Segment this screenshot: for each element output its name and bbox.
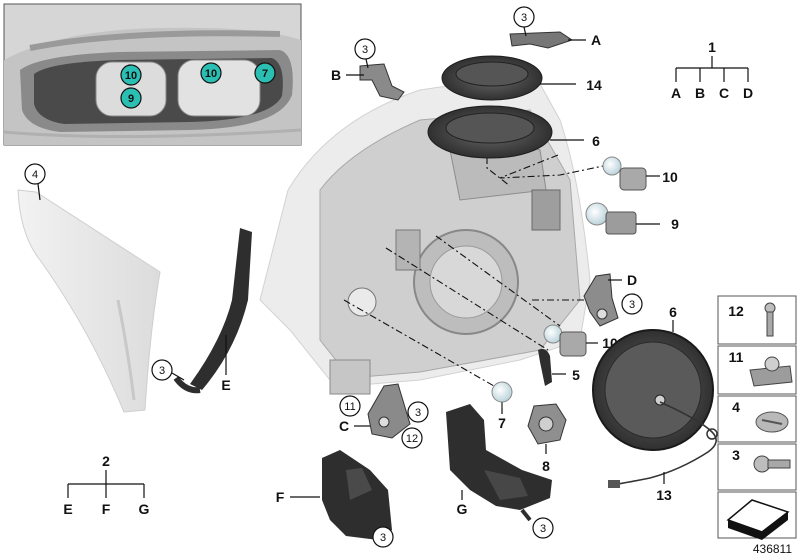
wire-13-part <box>608 401 718 488</box>
svg-text:3: 3 <box>540 523 546 535</box>
svg-text:12: 12 <box>406 433 418 445</box>
legend-screw-3: 3 <box>732 447 791 473</box>
svg-text:D: D <box>743 85 753 101</box>
bracket-c-part <box>367 383 411 439</box>
group-1-tree: 1 A B C D <box>671 39 753 101</box>
svg-text:3: 3 <box>415 407 421 419</box>
svg-text:10: 10 <box>125 70 137 82</box>
bulb-7-part <box>491 381 513 408</box>
svg-text:G: G <box>139 501 150 517</box>
part-number-6-round: 6 <box>669 304 677 320</box>
label-g: G <box>457 501 468 517</box>
label-b: B <box>331 67 341 83</box>
svg-text:11: 11 <box>729 349 744 365</box>
callout-12-c: 12 <box>401 427 423 449</box>
legend-nut-11: 11 <box>729 349 793 387</box>
part-number-13: 13 <box>656 487 672 503</box>
part-number-6-top: 6 <box>592 133 600 149</box>
part-number-14: 14 <box>586 77 602 93</box>
svg-text:7: 7 <box>262 68 268 80</box>
svg-text:F: F <box>102 501 111 517</box>
part-number-10-top: 10 <box>662 169 678 185</box>
svg-text:E: E <box>63 501 72 517</box>
bulb-10-mid-part <box>543 324 587 357</box>
cover-14-part <box>441 55 543 101</box>
svg-text:4: 4 <box>732 399 740 415</box>
svg-text:10: 10 <box>205 68 217 80</box>
hose-5-part <box>538 348 552 386</box>
bracket-f-part <box>322 450 392 540</box>
svg-text:3: 3 <box>362 44 368 56</box>
callout-3-g: 3 <box>532 517 554 539</box>
bracket-e-part <box>173 228 252 394</box>
part-number-5: 5 <box>572 367 580 383</box>
callout-3-b: 3 <box>354 38 376 60</box>
svg-text:3: 3 <box>629 299 635 311</box>
label-c: C <box>339 418 349 434</box>
label-e: E <box>221 377 230 393</box>
svg-text:C: C <box>719 85 729 101</box>
group-2-tree: 2 E F G <box>63 453 149 517</box>
part-number-8: 8 <box>542 458 550 474</box>
legend-screw-12: 12 <box>728 302 776 337</box>
svg-text:12: 12 <box>728 303 744 319</box>
bracket-g-part <box>446 404 552 522</box>
legend-set-arrow-icon <box>726 499 790 540</box>
label-d: D <box>627 272 637 288</box>
svg-text:4: 4 <box>32 169 38 181</box>
svg-text:A: A <box>671 85 681 101</box>
part-number-9: 9 <box>671 216 679 232</box>
inset-callout-7: 7 <box>254 62 276 84</box>
svg-text:9: 9 <box>128 93 134 105</box>
legend-clip-4: 4 <box>732 399 789 433</box>
inset-callout-10b: 10 <box>200 62 222 84</box>
label-a: A <box>591 32 601 48</box>
bracket-d-part <box>583 273 619 327</box>
headlight-inset <box>3 3 302 146</box>
bulb-9-part <box>585 202 637 235</box>
callout-3-d: 3 <box>621 293 643 315</box>
svg-text:2: 2 <box>102 453 110 469</box>
svg-text:3: 3 <box>380 532 386 544</box>
callout-3-f: 3 <box>372 526 394 548</box>
cover-6-top-part <box>427 105 553 159</box>
svg-text:1: 1 <box>708 39 716 55</box>
svg-text:11: 11 <box>344 401 355 413</box>
callout-3-e: 3 <box>151 359 173 381</box>
fender-trim-part <box>17 189 161 413</box>
svg-text:3: 3 <box>159 365 165 377</box>
svg-text:B: B <box>695 85 705 101</box>
cover-6-round-part <box>592 329 714 451</box>
inset-callout-10a: 10 <box>120 64 142 86</box>
reference-number: 436811 <box>753 542 792 556</box>
callout-3-c: 3 <box>407 401 429 423</box>
svg-text:3: 3 <box>521 12 527 24</box>
headlight-housing <box>259 82 591 395</box>
socket-8-part <box>527 403 567 445</box>
bulb-10-top-part <box>602 156 647 191</box>
callout-3-a: 3 <box>513 6 535 28</box>
label-f: F <box>276 489 285 505</box>
bracket-b-part <box>359 63 405 101</box>
bracket-a-part <box>509 31 574 49</box>
callout-11-c: 11 <box>339 395 361 417</box>
part-number-7: 7 <box>498 415 506 431</box>
inset-callout-9: 9 <box>120 87 142 109</box>
callout-4-circle: 4 <box>24 163 46 185</box>
svg-text:3: 3 <box>732 447 740 463</box>
